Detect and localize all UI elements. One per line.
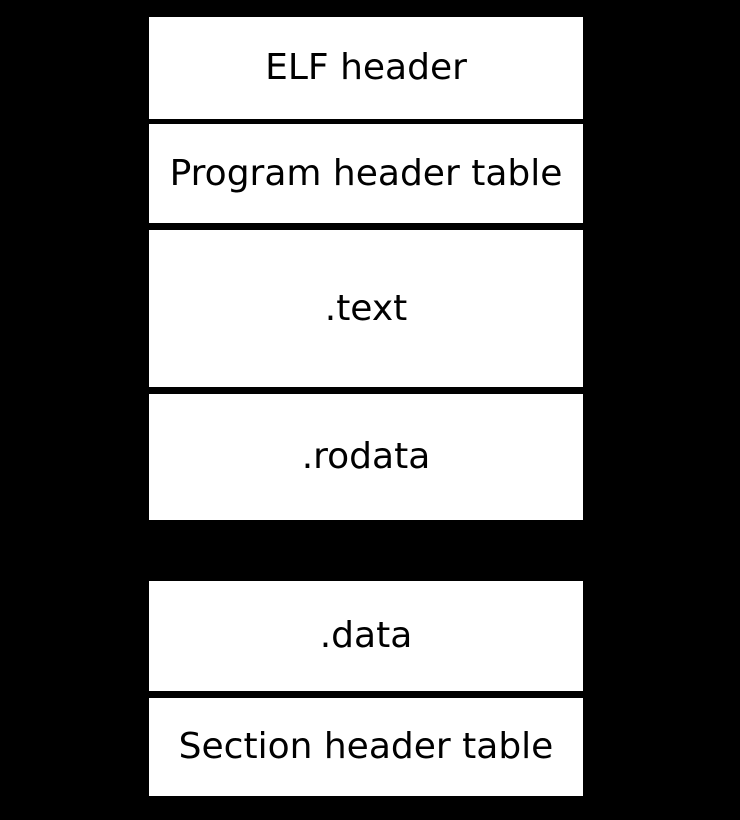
box-data-section: .data	[149, 581, 583, 691]
box-section-header-table: Section header table	[149, 698, 583, 796]
box-elf-header: ELF header	[149, 17, 583, 119]
section-header-table-label: Section header table	[178, 726, 554, 767]
data-section-label: .data	[319, 615, 413, 656]
box-program-header-table: Program header table	[149, 124, 583, 223]
text-section-label: .text	[324, 287, 408, 329]
box-text-section: .text	[149, 230, 583, 387]
rodata-section-label: .rodata	[301, 436, 431, 477]
elf-header-label: ELF header	[265, 47, 467, 88]
box-rodata-section: .rodata	[149, 394, 583, 520]
program-header-table-label: Program header table	[169, 152, 563, 194]
